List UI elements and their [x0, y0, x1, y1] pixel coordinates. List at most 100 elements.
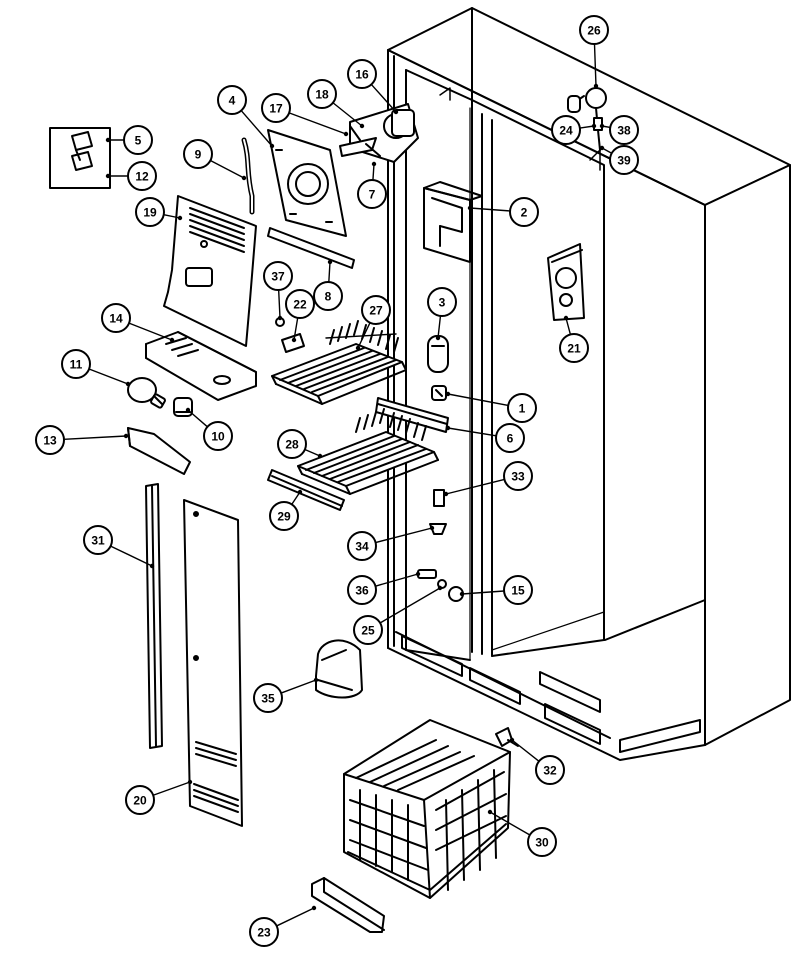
leader-line-30: [489, 811, 531, 836]
callout-39: 39: [609, 145, 639, 175]
part-water-valve-26-24: [567, 87, 607, 151]
callout-label-13: 13: [43, 434, 57, 448]
leader-line-18: [332, 102, 363, 127]
callout-18: 18: [307, 79, 337, 109]
callout-circle-2: [509, 197, 539, 227]
callout-label-39: 39: [617, 154, 631, 168]
leader-tip-27: [355, 345, 361, 351]
leader-tip-10: [185, 407, 191, 413]
callout-circle-21: [559, 333, 589, 363]
leader-line-22: [293, 317, 299, 341]
part-damper-37-22: [275, 317, 305, 353]
callout-circle-33: [503, 461, 533, 491]
callout-label-11: 11: [70, 358, 83, 372]
leader-tip-34: [429, 525, 435, 531]
callout-circle-14: [101, 303, 131, 333]
part-clip-32: [495, 727, 519, 747]
leader-line-24: [579, 125, 595, 129]
leader-line-19: [163, 214, 181, 219]
leader-line-20: [152, 781, 191, 796]
part-shelf-27: [271, 320, 407, 405]
leader-tip-18: [359, 123, 365, 129]
callout-circle-35: [253, 683, 283, 713]
callout-circle-12: [127, 161, 157, 191]
part-shelf-rail-29: [267, 469, 345, 511]
leader-tip-7: [371, 161, 377, 167]
leader-line-7: [372, 163, 375, 181]
leader-tip-5: [105, 137, 111, 143]
part-socket-1: [431, 385, 447, 401]
callout-label-3: 3: [439, 296, 446, 310]
leader-line-37: [277, 289, 281, 319]
leader-line-23: [275, 907, 315, 927]
part-bracket-21: [547, 243, 585, 321]
callout-label-27: 27: [369, 304, 383, 318]
callout-circle-25: [353, 615, 383, 645]
leader-lines: [63, 43, 613, 927]
leader-tip-17: [343, 131, 349, 137]
callout-label-23: 23: [257, 926, 271, 940]
part-socket-10: [173, 397, 193, 417]
callout-33: 33: [503, 461, 533, 491]
callout-5: 5: [123, 125, 153, 155]
callout-circle-27: [361, 295, 391, 325]
callout-label-33: 33: [511, 470, 525, 484]
part-light-housing-14: [145, 331, 257, 401]
callout-32: 32: [535, 755, 565, 785]
callout-label-28: 28: [285, 438, 299, 452]
callout-label-4: 4: [229, 94, 236, 108]
callout-circle-7: [357, 179, 387, 209]
leader-tip-20: [187, 779, 193, 785]
leader-tip-9: [241, 175, 247, 181]
callout-circle-1: [507, 393, 537, 423]
leader-line-35: [280, 679, 317, 694]
callout-label-7: 7: [369, 188, 376, 202]
leader-tip-16: [393, 109, 399, 115]
leader-line-25: [379, 587, 441, 624]
callout-6: 6: [495, 423, 525, 453]
leader-tip-21: [563, 315, 569, 321]
callout-label-34: 34: [355, 540, 369, 554]
callout-21: 21: [559, 333, 589, 363]
leader-tip-1: [445, 391, 451, 397]
callout-25: 25: [353, 615, 383, 645]
callout-label-8: 8: [325, 290, 332, 304]
leader-line-29: [291, 491, 301, 506]
callout-2: 2: [509, 197, 539, 227]
part-rail-8: [267, 227, 355, 269]
leader-line-27: [357, 321, 371, 349]
callout-label-20: 20: [133, 794, 147, 808]
part-cover-4: [267, 129, 347, 237]
leader-tip-19: [177, 215, 183, 221]
leader-line-6: [447, 427, 497, 437]
leader-tip-23: [311, 905, 317, 911]
leader-line-36: [374, 573, 419, 587]
callout-10: 10: [203, 421, 233, 451]
leader-tip-26: [593, 83, 599, 89]
leader-tip-8: [327, 259, 333, 265]
leader-tip-11: [125, 381, 131, 387]
callout-circle-5: [123, 125, 153, 155]
leader-tip-31: [149, 563, 155, 569]
callout-circle-36: [347, 575, 377, 605]
callout-label-1: 1: [519, 402, 526, 416]
leader-tip-2: [467, 205, 473, 211]
leader-line-3: [437, 315, 442, 339]
callout-19: 19: [135, 197, 165, 227]
leader-tip-36: [415, 571, 421, 577]
part-light-housing-3: [427, 335, 449, 373]
callout-label-9: 9: [195, 148, 202, 162]
callout-label-25: 25: [361, 624, 375, 638]
callout-circle-16: [347, 59, 377, 89]
part-wire-basket-30: [343, 719, 511, 899]
callout-circle-20: [125, 785, 155, 815]
leader-tip-30: [487, 809, 493, 815]
callout-4: 4: [217, 85, 247, 115]
leader-line-21: [565, 317, 572, 336]
part-lens-13: [127, 427, 191, 475]
leader-line-11: [88, 368, 129, 385]
leader-line-8: [328, 261, 331, 283]
callout-26: 26: [579, 15, 609, 45]
